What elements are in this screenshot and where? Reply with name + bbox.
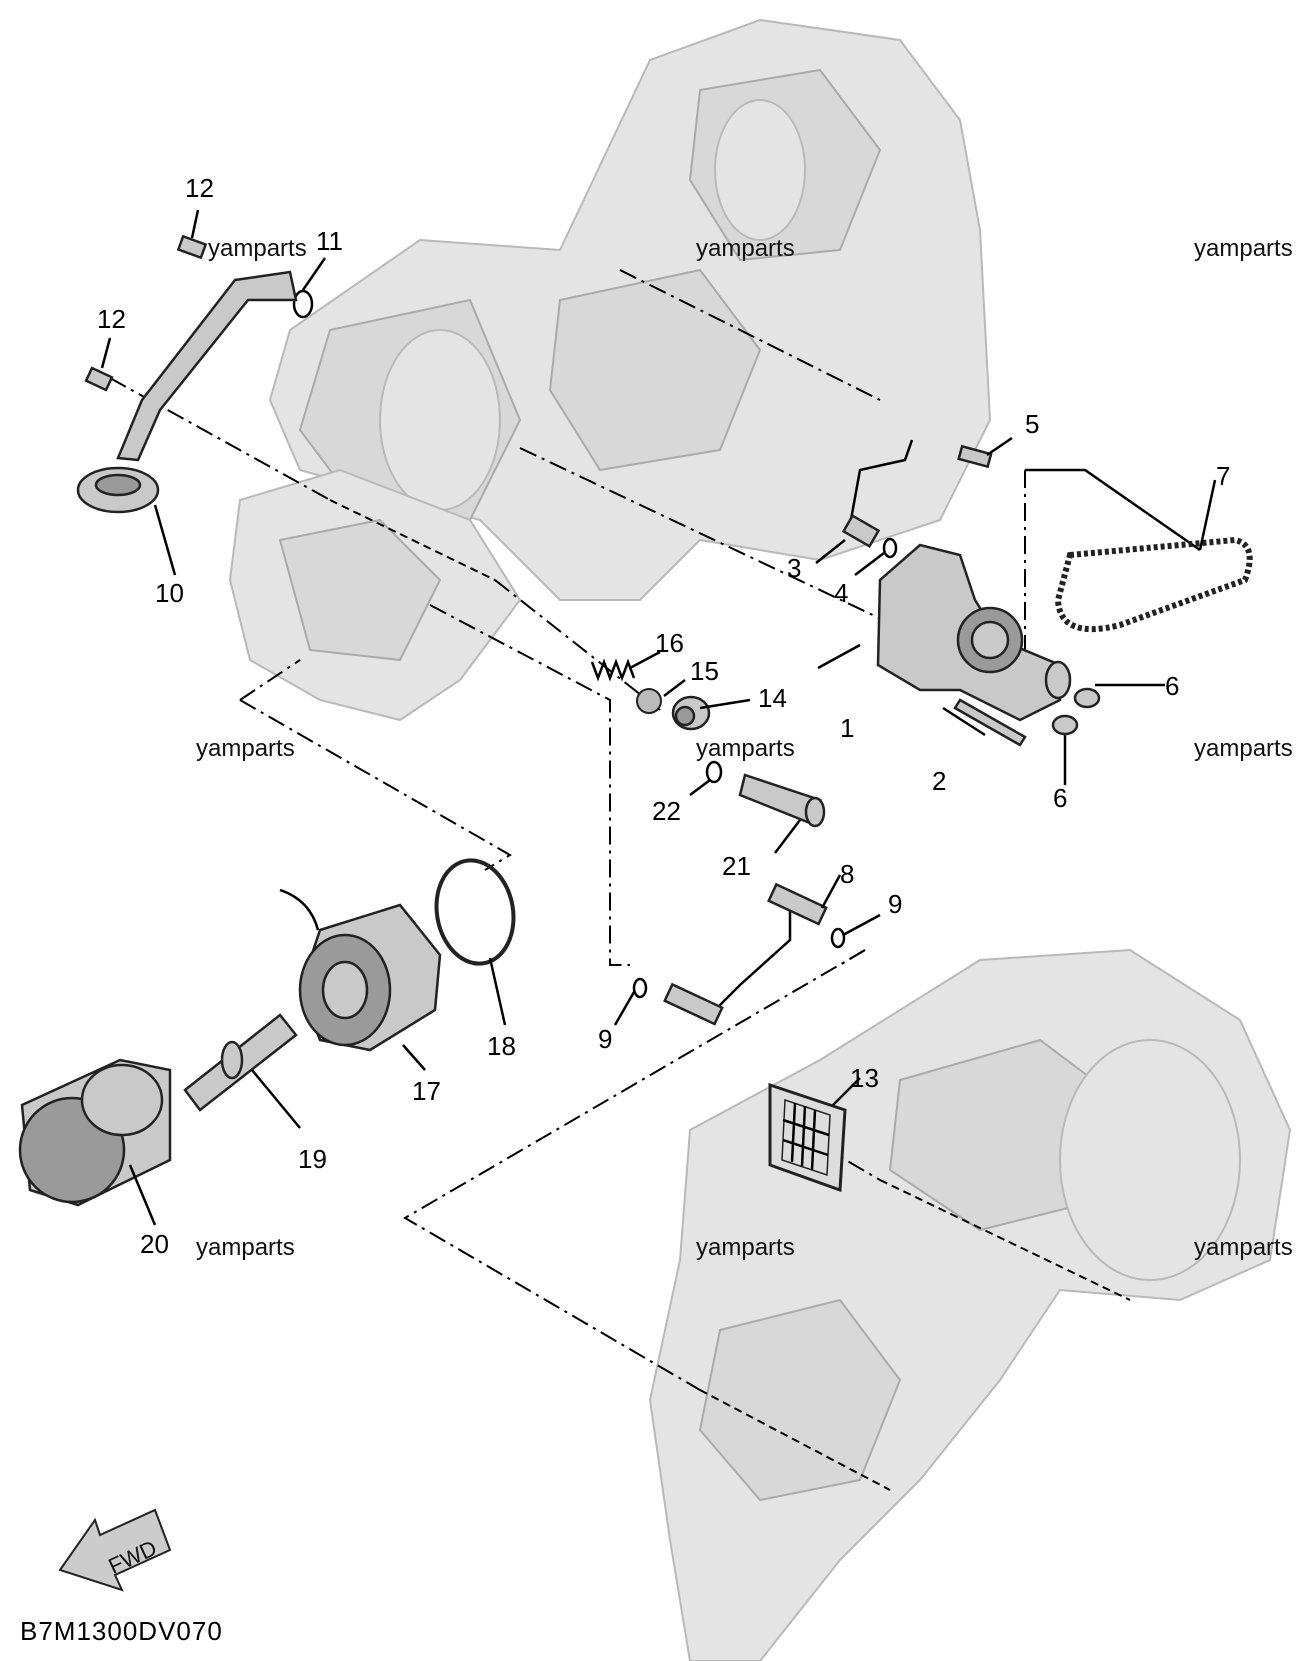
- bolt-12-lower: [84, 366, 114, 392]
- engine-crankcase-upper-ghost: [268, 18, 992, 601]
- o-ring-9-right: [830, 927, 846, 949]
- bolt-12-upper: [176, 234, 208, 260]
- o-ring-4: [882, 537, 898, 559]
- callout-15: 15: [690, 656, 719, 686]
- watermark-text: yamparts: [196, 1234, 295, 1261]
- callout-3: 3: [787, 553, 801, 583]
- diagram-code: B7M1300DV070: [20, 1616, 223, 1646]
- oil-filter-20: [18, 1058, 172, 1207]
- callout-9-right: 9: [888, 889, 902, 919]
- watermarks: yamparts yamparts yamparts yamparts yamp…: [196, 235, 1293, 1261]
- callout-7: 7: [1216, 461, 1230, 491]
- dowel-pin-6-lower: [1051, 714, 1079, 736]
- bolt-5: [957, 444, 993, 469]
- callout-5: 5: [1025, 409, 1039, 439]
- callout-16: 16: [655, 628, 684, 658]
- callout-20: 20: [140, 1229, 169, 1259]
- callout-2: 2: [932, 766, 946, 796]
- callout-21: 21: [722, 851, 751, 881]
- o-ring-18: [434, 858, 516, 966]
- callout-4: 4: [834, 578, 848, 608]
- callout-labels: 1 2 3 4 5 6 6 7 8 9 9 10 11 12 12 13 14 …: [97, 173, 1230, 1259]
- bolt-2: [953, 698, 1027, 747]
- engine-crankcase-lower-ghost: [648, 948, 1292, 1661]
- oil-pipe-3: [841, 439, 914, 549]
- oil-strainer-10: [76, 270, 298, 514]
- spring-16: [590, 658, 636, 682]
- watermark-text: yamparts: [196, 735, 295, 762]
- fwd-direction-arrow: FWD: [58, 1508, 172, 1592]
- o-ring-22: [705, 760, 723, 784]
- watermark-text: yamparts: [696, 735, 795, 762]
- callout-6-upper: 6: [1165, 671, 1179, 701]
- drive-chain-7: [1054, 536, 1253, 633]
- oil-pump-assembly-1: [876, 543, 1072, 722]
- callout-9-left: 9: [598, 1024, 612, 1054]
- oil-strainer-screen-13: [768, 1082, 847, 1193]
- callout-11: 11: [316, 226, 343, 256]
- dowel-pin-6-upper: [1073, 687, 1101, 709]
- union-bolt-19: [183, 1013, 298, 1112]
- watermark-text: yamparts: [1194, 735, 1293, 762]
- watermark-text: yamparts: [1194, 1234, 1293, 1261]
- ball-15: [636, 688, 662, 714]
- assembly-lines: [109, 269, 1201, 1491]
- callout-12-lower: 12: [97, 304, 126, 334]
- oil-pipe-8: [663, 882, 828, 1026]
- callout-12-upper: 12: [185, 173, 214, 203]
- seat-14: [671, 695, 711, 731]
- leader-lines: [100, 209, 1217, 1226]
- callout-19: 19: [298, 1144, 327, 1174]
- engine-crankcase-middle-ghost: [228, 468, 522, 722]
- callout-22: 22: [652, 796, 681, 826]
- oil-cooler-17: [279, 888, 442, 1052]
- watermark-text: yamparts: [696, 235, 795, 262]
- callout-18: 18: [487, 1031, 516, 1061]
- callout-8: 8: [840, 859, 854, 889]
- o-ring-11: [292, 289, 314, 319]
- callout-17: 17: [412, 1076, 441, 1106]
- watermark-text: yamparts: [696, 1234, 795, 1261]
- callout-13: 13: [850, 1063, 879, 1093]
- watermark-text: yamparts: [208, 235, 307, 262]
- callout-14: 14: [758, 683, 787, 713]
- o-ring-9-left: [632, 977, 648, 999]
- callout-1: 1: [840, 713, 854, 743]
- watermark-text: yamparts: [1194, 235, 1293, 262]
- callout-6-lower: 6: [1053, 783, 1067, 813]
- callout-10: 10: [155, 578, 184, 608]
- relief-valve-21: [738, 773, 826, 828]
